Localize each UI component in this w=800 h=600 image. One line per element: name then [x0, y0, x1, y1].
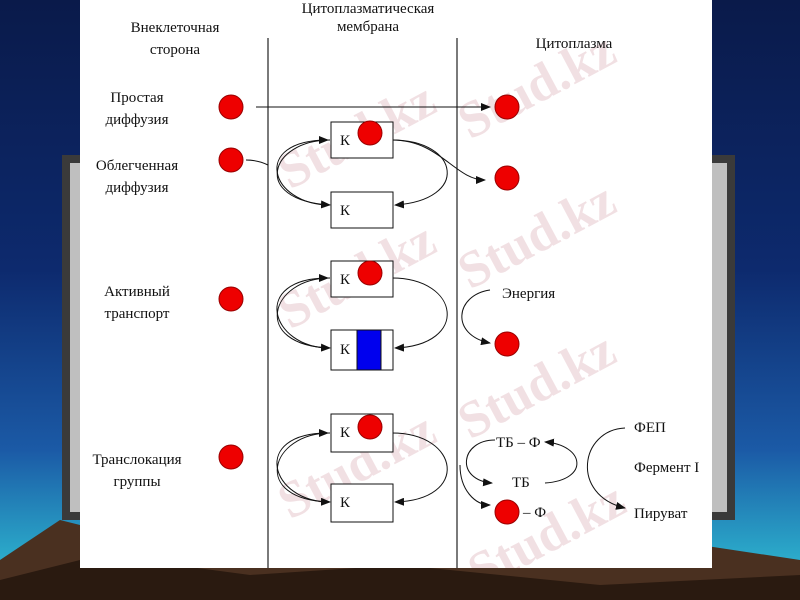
facilitated-diffusion-cycle: К К	[218, 120, 520, 229]
svg-text:К: К	[340, 203, 351, 219]
header-extracellular-1: Внеклеточная	[131, 20, 220, 36]
molecule	[218, 147, 244, 173]
header-extracellular-2: сторона	[150, 42, 201, 58]
svg-text:Stud.kz: Stud.kz	[459, 471, 635, 568]
svg-text:К: К	[340, 495, 351, 511]
label-facilitated-diffusion-1: Облегченная	[96, 158, 178, 174]
svg-text:Stud.kz: Stud.kz	[449, 171, 625, 301]
carrier-box	[330, 483, 394, 523]
fep-label: ФЕП	[634, 420, 666, 436]
molecule	[218, 94, 244, 120]
membrane-transport-diagram: Stud.kz Stud.kz Stud.kz Stud.kz Stud.kz …	[92, 1, 699, 600]
molecule	[494, 94, 520, 120]
energy-label: Энергия	[502, 286, 555, 302]
svg-text:Stud.kz: Stud.kz	[449, 321, 625, 451]
label-simple-diffusion-1: Простая	[110, 90, 163, 106]
molecule	[494, 165, 520, 191]
svg-text:К: К	[340, 133, 351, 149]
active-transport-cycle: К К Энергия	[218, 260, 555, 371]
molecule	[494, 499, 520, 525]
label-group-translocation-1: Транслокация	[92, 452, 181, 468]
svg-text:К: К	[340, 342, 351, 358]
group-translocation-cycle: К К ТБ – Ф ТБ – Ф ФЕП Фермент I Пируват	[218, 413, 699, 525]
minus-f-label: – Ф	[522, 505, 546, 521]
label-group-translocation-2: группы	[113, 474, 160, 490]
energy-block	[356, 329, 382, 371]
molecule	[218, 444, 244, 470]
svg-text:К: К	[340, 272, 351, 288]
header-membrane-2: мембрана	[337, 19, 399, 35]
watermark: Stud.kz Stud.kz Stud.kz Stud.kz Stud.kz …	[269, 21, 635, 600]
diagram-panel: Stud.kz Stud.kz Stud.kz Stud.kz Stud.kz …	[80, 0, 712, 600]
label-active-transport-1: Активный	[104, 284, 170, 300]
label-active-transport-2: транспорт	[105, 306, 170, 322]
svg-text:К: К	[340, 425, 351, 441]
header-cytoplasm: Цитоплазма	[536, 36, 613, 52]
molecule	[357, 414, 383, 440]
label-facilitated-diffusion-2: диффузия	[106, 180, 169, 196]
label-simple-diffusion-2: диффузия	[106, 112, 169, 128]
tb-f-label: ТБ – Ф	[496, 435, 541, 451]
molecule	[218, 286, 244, 312]
header-membrane-1: Цитоплазматическая	[302, 1, 435, 17]
molecule	[357, 260, 383, 286]
molecule	[357, 120, 383, 146]
enzyme-label: Фермент I	[634, 460, 699, 476]
carrier-box	[330, 191, 394, 229]
pyruvate-label: Пируват	[634, 506, 688, 522]
tb-label: ТБ	[512, 475, 530, 491]
molecule	[494, 331, 520, 357]
